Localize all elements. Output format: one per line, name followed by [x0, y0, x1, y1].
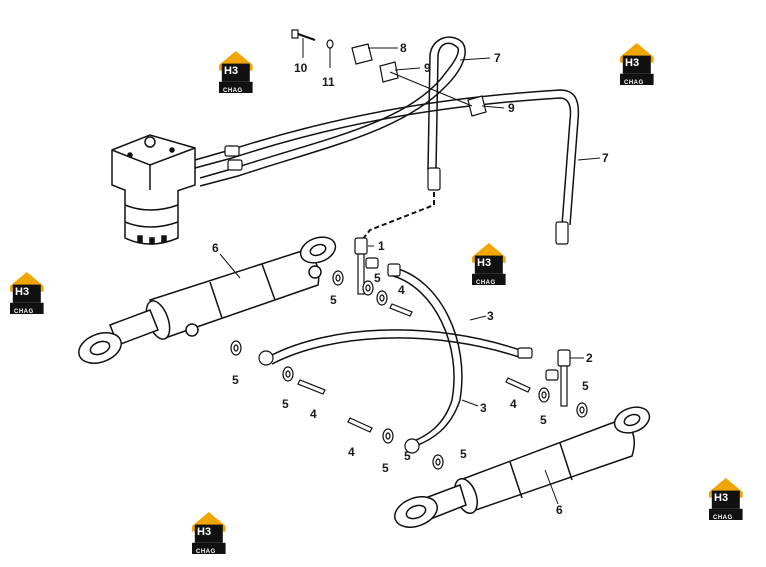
callout-9: 9: [424, 61, 431, 75]
callout-5: 5: [232, 373, 239, 387]
svg-text:H3: H3: [714, 492, 728, 504]
watermark-logos: H3 CHAG H3 CHAG H3 CHAG H3 CHAG H3 CHAG …: [10, 43, 743, 555]
svg-text:H3: H3: [224, 65, 238, 77]
leader-lines: [219, 38, 601, 505]
steering-valve: [111, 134, 196, 245]
callout-7: 7: [494, 51, 501, 65]
fitting-1: [354, 237, 379, 295]
callout-4: 4: [510, 397, 517, 411]
callout-5: 5: [404, 449, 411, 463]
callout-5: 5: [582, 379, 589, 393]
callouts: 1 2 3 3 4 4 4 4 5 5 5 5 5 5 5 5 5 6 6 7 …: [212, 41, 609, 517]
svg-text:CHAG: CHAG: [196, 549, 216, 555]
callout-8: 8: [400, 41, 407, 55]
dashed-connection: [361, 192, 435, 241]
cylinder-right: [394, 406, 651, 528]
washers: [230, 270, 588, 470]
hose-3-fittings: [258, 263, 533, 454]
callout-7: 7: [602, 151, 609, 165]
callout-5: 5: [374, 271, 381, 285]
callout-9: 9: [508, 101, 515, 115]
svg-text:H3: H3: [477, 257, 491, 269]
callout-11: 11: [322, 75, 335, 89]
callout-3: 3: [480, 401, 487, 415]
callout-5: 5: [460, 447, 467, 461]
bolts: [297, 303, 531, 433]
callout-3: 3: [487, 309, 494, 323]
callout-4: 4: [348, 445, 355, 459]
callout-6: 6: [212, 241, 219, 255]
clamps: [351, 43, 487, 117]
fitting-2: [545, 349, 571, 407]
svg-text:CHAG: CHAG: [476, 280, 496, 286]
callout-2: 2: [586, 351, 593, 365]
svg-text:CHAG: CHAG: [624, 80, 644, 86]
svg-text:CHAG: CHAG: [713, 515, 733, 521]
callout-5: 5: [330, 293, 337, 307]
hose-fittings: [224, 145, 569, 245]
callout-5: 5: [382, 461, 389, 475]
callout-6: 6: [556, 503, 563, 517]
svg-text:CHAG: CHAG: [223, 88, 243, 94]
bolt-10: [291, 29, 334, 49]
svg-text:H3: H3: [197, 526, 211, 538]
callout-1: 1: [378, 239, 385, 253]
callout-5: 5: [540, 413, 547, 427]
svg-text:CHAG: CHAG: [14, 309, 34, 315]
callout-10: 10: [294, 61, 308, 75]
svg-text:H3: H3: [625, 57, 639, 69]
hose-3: [269, 267, 523, 446]
callout-5: 5: [282, 397, 289, 411]
cylinder-left: [78, 236, 337, 364]
svg-text:H3: H3: [15, 286, 29, 298]
callout-4: 4: [310, 407, 317, 421]
callout-4: 4: [398, 283, 405, 297]
